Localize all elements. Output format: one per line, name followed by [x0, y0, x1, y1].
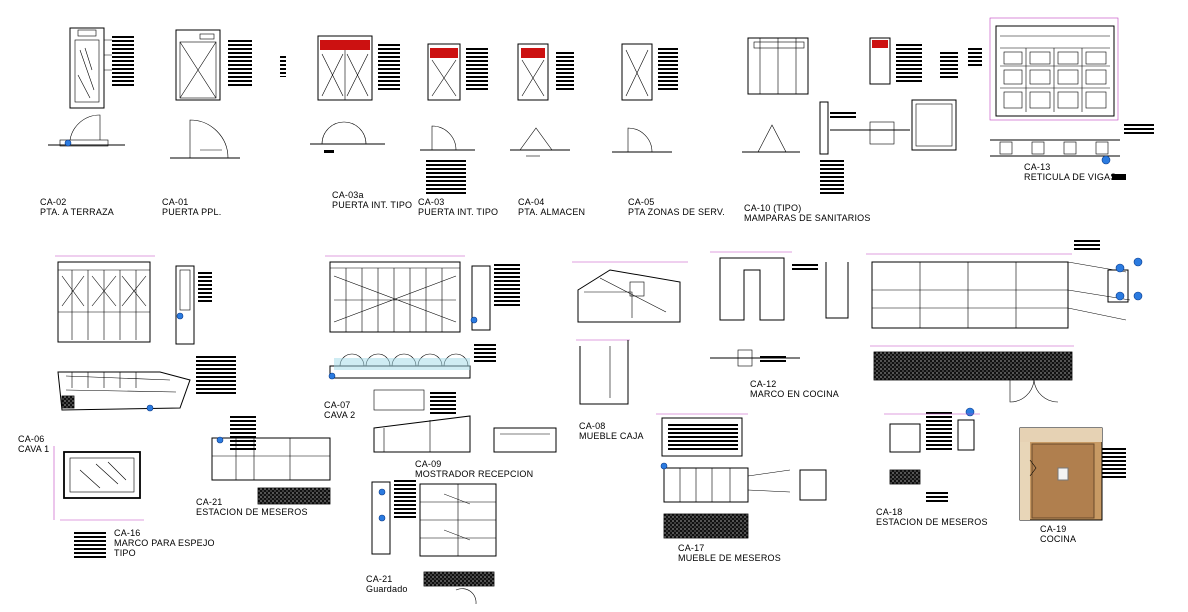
ca03-plan [420, 125, 475, 194]
label-code: CA-04 [518, 197, 545, 207]
label-code: CA-07 [324, 400, 351, 410]
label-code: CA-09 [415, 459, 442, 469]
label-subtitle: TIPO [114, 548, 136, 558]
label-title: ESTACION DE MESEROS [876, 517, 988, 527]
label-title: RETICULA DE VIGAS [1024, 172, 1117, 182]
label-title: MARCO PARA ESPEJO [114, 538, 215, 548]
label-title: PUERTA INT. TIPO [418, 207, 499, 217]
ca21b-elevation [371, 480, 497, 605]
label-code: CA-18 [876, 507, 903, 517]
label-code: CA-02 [40, 197, 67, 207]
ca10-elevation [747, 37, 958, 95]
label-ca18: CA-18 ESTACION DE MESEROS [876, 507, 988, 527]
ca17-elevation [656, 413, 827, 539]
label-title: PUERTA PPL. [162, 207, 222, 217]
label-ca19: CA-19 COCINA [1040, 524, 1076, 544]
ca21-elevation [211, 416, 331, 505]
label-ca05: CA-05 PTA ZONAS DE SERV. [628, 197, 725, 217]
label-title: MARCO EN COCINA [750, 389, 840, 399]
label-title: COCINA [1040, 534, 1077, 544]
label-code: CA-19 [1040, 524, 1067, 534]
label-code: CA-10 (TIPO) [744, 203, 802, 213]
label-title: CAVA 2 [324, 410, 356, 420]
ca03-elevation [427, 43, 488, 101]
ca02-elevation [69, 27, 134, 109]
ca19-render [1019, 427, 1126, 521]
ca02-plan [48, 114, 125, 147]
label-code: CA-06 [18, 434, 45, 444]
ca04-plan [510, 127, 570, 157]
label-ca21a: CA-21 ESTACION DE MESEROS [196, 497, 308, 517]
label-code: CA-03a [332, 190, 364, 200]
label-title: Guardado [366, 584, 408, 594]
label-title: PTA ZONAS DE SERV. [628, 207, 725, 217]
label-ca04: CA-04 PTA. ALMACEN [518, 197, 585, 217]
label-ca03a: CA-03a PUERTA INT. TIPO [332, 190, 412, 210]
label-code: CA-03 [418, 197, 445, 207]
label-ca08: CA-08 MUEBLE CAJA [579, 421, 644, 441]
label-ca13: CA-13 RETICULA DE VIGAS [1024, 162, 1116, 182]
label-title: MOSTRADOR RECEPCION [415, 469, 534, 479]
label-title: MAMPARAS DE SANITARIOS [744, 213, 871, 223]
label-title: PTA. ALMACEN [518, 207, 586, 217]
label-code: CA-17 [678, 543, 705, 553]
label-title: ESTACION DE MESEROS [196, 507, 308, 517]
ca10-plan [742, 99, 957, 194]
label-ca17: CA-17 MUEBLE DE MESEROS [678, 543, 781, 563]
label-ca12: CA-12 MARCO EN COCINA [750, 379, 839, 399]
label-code: CA-12 [750, 379, 777, 389]
label-code: CA-21 [196, 497, 223, 507]
label-ca10: CA-10 (TIPO) MAMPARAS DE SANITARIOS [744, 203, 871, 223]
ca04-elevation [517, 43, 574, 101]
label-ca06: CA-06 CAVA 1 [18, 434, 49, 454]
ca18-elevation [884, 407, 980, 504]
label-code: CA-01 [162, 197, 189, 207]
ca07-elevation [325, 255, 520, 333]
label-code: CA-08 [579, 421, 606, 431]
ca05-elevation [621, 43, 678, 101]
ca03a-elevation [317, 35, 400, 101]
ca01-elevation [175, 29, 286, 101]
ca13-elevation [968, 17, 1154, 180]
label-ca03: CA-03 PUERTA INT. TIPO [418, 197, 498, 217]
label-code: CA-16 [114, 528, 141, 538]
label-title: CAVA 1 [18, 444, 50, 454]
ca16-elevation [53, 446, 144, 560]
label-code: CA-21 [366, 574, 393, 584]
ca12-elevation [710, 251, 849, 367]
label-ca16: CA-16 MARCO PARA ESPEJO TIPO [114, 528, 215, 558]
label-title: MUEBLE CAJA [579, 431, 644, 441]
ca14-elevation [866, 240, 1143, 403]
ca09-plan [373, 389, 557, 453]
ca06-section [57, 354, 236, 412]
label-title: PTA. A TERRAZA [40, 207, 114, 217]
ca03a-plan [310, 121, 385, 153]
label-ca07: CA-07 CAVA 2 [324, 400, 355, 420]
ca01-plan [170, 119, 240, 159]
ca07-section [328, 342, 496, 380]
label-ca01: CA-01 PUERTA PPL. [162, 197, 221, 217]
ca06-elevation [55, 255, 212, 345]
label-title: MUEBLE DE MESEROS [678, 553, 781, 563]
label-ca09: CA-09 MOSTRADOR RECEPCION [415, 459, 533, 479]
label-code: CA-13 [1024, 162, 1051, 172]
ca05-plan [612, 127, 672, 153]
label-title: PUERTA INT. TIPO [332, 200, 413, 210]
ca08-elevation [572, 261, 688, 405]
label-code: CA-05 [628, 197, 655, 207]
label-ca21b: CA-21 Guardado [366, 574, 408, 594]
label-ca02: CA-02 PTA. A TERRAZA [40, 197, 114, 217]
